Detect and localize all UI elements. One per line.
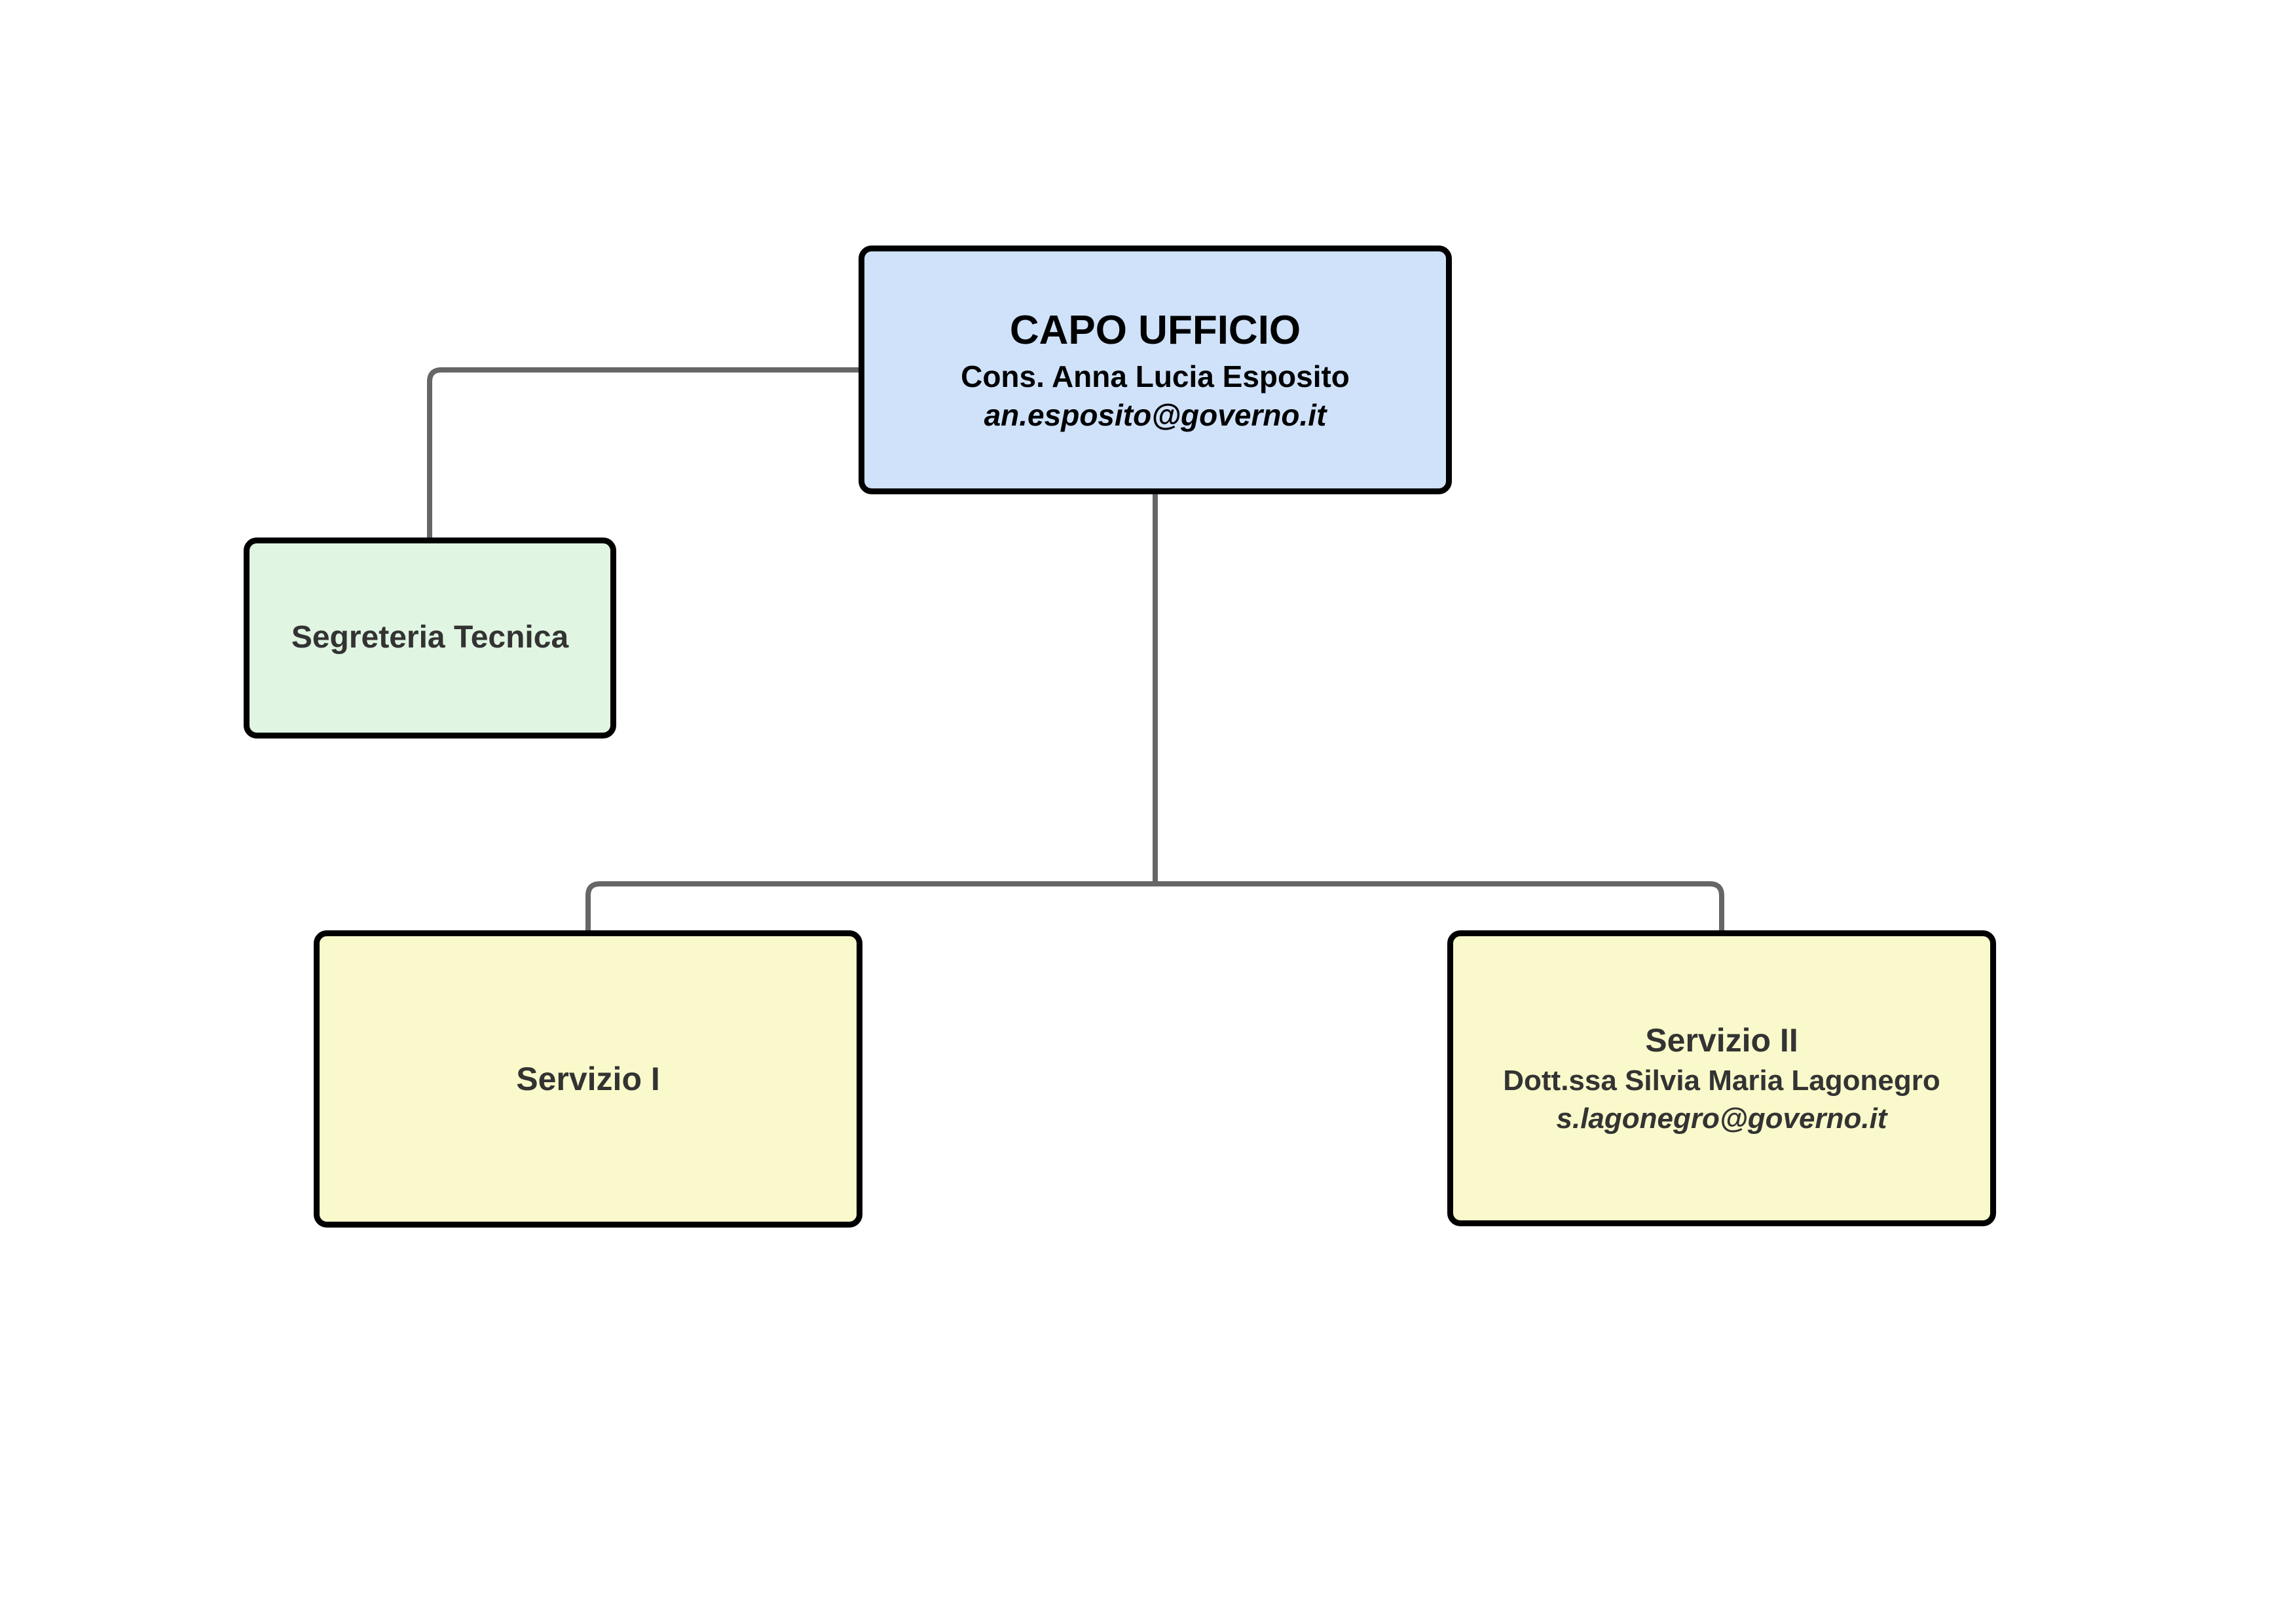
node-segreteria-tecnica: Segreteria Tecnica [244, 538, 616, 739]
node-email: s.lagonegro@governo.it [1556, 1102, 1887, 1135]
node-servizio-2: Servizio II Dott.ssa Silvia Maria Lagone… [1447, 930, 1996, 1226]
node-capo-ufficio: CAPO UFFICIO Cons. Anna Lucia Esposito a… [859, 246, 1452, 494]
node-title: Segreteria Tecnica [291, 620, 569, 655]
node-servizio-1: Servizio I [314, 930, 862, 1228]
node-title: Servizio II [1645, 1022, 1798, 1059]
node-person-name: Dott.ssa Silvia Maria Lagonegro [1503, 1065, 1940, 1097]
node-person-name: Cons. Anna Lucia Esposito [961, 359, 1350, 393]
edge-bus-servizi [585, 881, 1724, 930]
edge-capo-segreteria [427, 367, 859, 538]
node-email: an.esposito@governo.it [984, 398, 1327, 433]
node-title: Servizio I [516, 1060, 660, 1097]
node-title: CAPO UFFICIO [1009, 307, 1301, 353]
